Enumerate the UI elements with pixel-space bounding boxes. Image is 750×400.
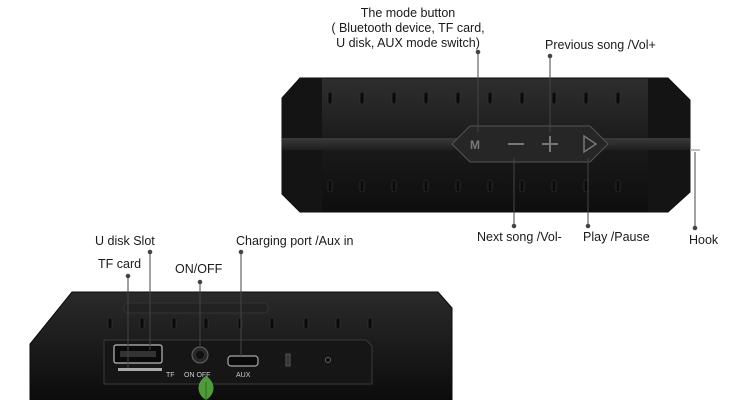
charging-port[interactable] [227, 355, 259, 367]
charging-port-label: Charging port /Aux in [236, 234, 354, 248]
control-panel [451, 125, 609, 163]
mode-button-callout: The mode button ( Bluetooth device, TF c… [320, 6, 496, 51]
side-slots [107, 317, 373, 330]
mode-button-icon[interactable]: M [470, 138, 480, 152]
grille-slots-top [327, 91, 621, 105]
mode-button-label-line3: U disk, AUX mode switch) [336, 36, 480, 50]
next-song-label: Next song /Vol- [477, 230, 562, 244]
grille-slots-bottom [327, 179, 621, 193]
tf-card-label: TF card [98, 257, 142, 271]
onoff-panel-label: ON OFF [184, 372, 210, 379]
tf-panel-label: TF [166, 372, 175, 379]
hook-label: Hook [689, 233, 719, 247]
tf-card-slot[interactable] [118, 368, 162, 371]
on-off-label: ON/OFF [175, 262, 223, 276]
play-pause-button-icon[interactable] [583, 134, 598, 154]
vol-up-button-icon[interactable] [542, 136, 558, 152]
leader-lines-top [475, 49, 698, 231]
previous-song-label: Previous song /Vol+ [545, 38, 656, 52]
mode-button-label-line1: The mode button [360, 6, 456, 20]
play-pause-label: Play /Pause [583, 230, 650, 244]
aux-panel-label: AUX [236, 372, 251, 379]
u-disk-slot-label: U disk Slot [95, 234, 155, 248]
side-top-band [123, 302, 269, 314]
leader-lines-bottom [125, 249, 244, 368]
svg-text:M: M [470, 138, 480, 152]
mode-button-label-line2: ( Bluetooth device, TF card, [331, 21, 485, 35]
